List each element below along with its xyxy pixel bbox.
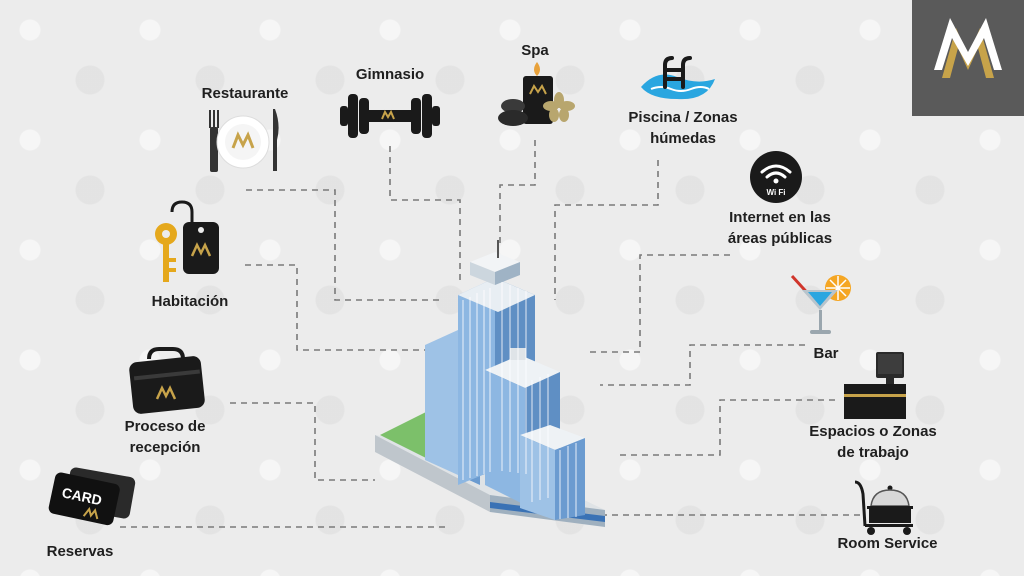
label-trabajo-line2: de trabajo	[837, 444, 909, 461]
label-bar: Bar	[813, 345, 839, 362]
connector-bar	[600, 344, 805, 386]
spa-candle-icon	[498, 62, 575, 126]
connector-habitacion	[245, 264, 430, 351]
credit-card-icon: CARD	[48, 467, 136, 526]
brand-logo-icon	[934, 18, 1002, 78]
connector-recepcion	[230, 402, 375, 481]
label-recepcion: Proceso de recepción	[105, 416, 225, 458]
work-desk-icon	[844, 352, 906, 419]
dumbbell-icon	[340, 94, 440, 138]
label-habitacion: Habitación	[151, 293, 229, 310]
briefcase-icon	[129, 347, 205, 414]
connector-piscina	[554, 160, 659, 300]
wifi-icon: Wi Fi	[750, 151, 802, 203]
connector-trabajo	[620, 399, 835, 456]
wifi-icon-text: Wi Fi	[766, 188, 785, 197]
label-recepcion-line1: Proceso de	[124, 418, 206, 435]
pool-ladder-icon	[641, 56, 715, 100]
room-service-cart-icon	[854, 480, 913, 535]
label-internet-line2: áreas públicas	[727, 230, 833, 247]
label-piscina-line1: Piscina / Zonas	[628, 109, 738, 126]
hotel-building-icon	[375, 240, 605, 527]
label-reservas: Reservas	[46, 543, 114, 560]
label-gimnasio: Gimnasio	[355, 66, 425, 83]
label-piscina: Piscina / Zonas húmedas	[603, 107, 763, 149]
label-trabajo-line1: Espacios o Zonas	[809, 423, 937, 440]
cocktail-icon	[790, 274, 851, 334]
connector-gimnasio	[389, 146, 461, 280]
label-restaurante: Restaurante	[201, 85, 289, 102]
label-internet-line1: Internet en las	[729, 209, 831, 226]
brand-logo-box	[912, 0, 1024, 116]
connector-internet	[590, 254, 730, 353]
connector-restaurante	[246, 189, 440, 301]
connector-spa	[499, 140, 536, 245]
room-key-icon	[155, 200, 219, 282]
label-piscina-line2: húmedas	[650, 130, 716, 147]
restaurant-plate-icon	[209, 109, 279, 172]
label-internet: Internet en las áreas públicas	[700, 207, 860, 249]
label-trabajo: Espacios o Zonas de trabajo	[793, 421, 953, 463]
label-recepcion-line2: recepción	[129, 439, 201, 456]
label-spa: Spa	[521, 42, 549, 59]
label-room-service: Room Service	[837, 535, 938, 552]
